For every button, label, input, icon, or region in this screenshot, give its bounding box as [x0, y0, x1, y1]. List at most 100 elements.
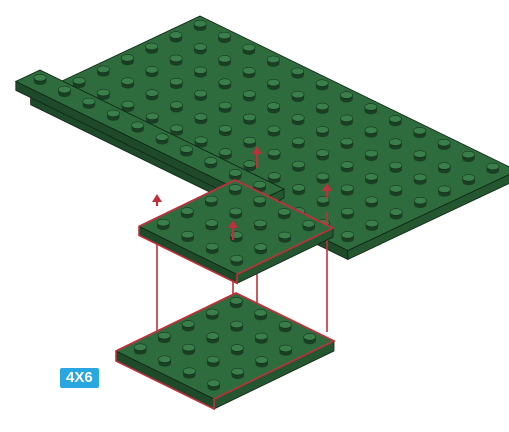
- stud-top: [73, 77, 85, 84]
- stud-top: [268, 103, 280, 110]
- stud-top: [414, 151, 426, 158]
- stud-top: [132, 122, 144, 129]
- stud-top: [365, 127, 377, 134]
- stud-top: [341, 162, 353, 169]
- stud-top: [107, 110, 119, 117]
- stud-top: [293, 184, 305, 191]
- stud-top: [195, 90, 207, 97]
- stud-top: [389, 115, 401, 122]
- stud-top: [414, 127, 426, 134]
- stud-top: [366, 197, 378, 204]
- stud-top: [390, 162, 402, 169]
- stud-top: [365, 150, 377, 157]
- stud-top: [229, 169, 241, 176]
- stud-top: [366, 220, 378, 227]
- stud-top: [243, 44, 255, 51]
- stud-top: [122, 101, 134, 108]
- stud-top: [170, 102, 182, 109]
- up-arrow-icon: [152, 194, 162, 202]
- stud-top: [268, 172, 280, 179]
- stud-top: [390, 209, 402, 216]
- stud-top: [256, 357, 268, 364]
- stud-top: [122, 78, 134, 85]
- stud-top: [218, 32, 230, 39]
- stud-top: [231, 321, 243, 328]
- stud-top: [317, 173, 329, 180]
- stud-top: [244, 137, 256, 144]
- stud-top: [158, 332, 170, 339]
- stud-top: [341, 185, 353, 192]
- stud-top: [232, 368, 244, 375]
- stud-top: [182, 231, 194, 238]
- stud-top: [487, 163, 499, 170]
- stud-top: [180, 146, 192, 153]
- stud-top: [207, 356, 219, 363]
- stud-top: [255, 333, 267, 340]
- stud-top: [304, 333, 316, 340]
- stud-top: [170, 32, 182, 39]
- stud-top: [58, 86, 70, 93]
- stud-top: [254, 196, 266, 203]
- stud-top: [341, 208, 353, 215]
- stud-top: [194, 44, 206, 51]
- stud-top: [208, 380, 220, 387]
- plate-4x6: [116, 293, 334, 409]
- stud-top: [292, 91, 304, 98]
- stud-top: [316, 126, 328, 133]
- stud-top: [365, 173, 377, 180]
- stud-top: [170, 55, 182, 62]
- stud-top: [438, 139, 450, 146]
- stud-top: [255, 309, 267, 316]
- stud-top: [170, 78, 182, 85]
- stud-top: [279, 321, 291, 328]
- stud-top: [390, 185, 402, 192]
- stud-top: [303, 220, 315, 227]
- stud-top: [206, 220, 218, 227]
- stud-top: [194, 67, 206, 74]
- stud-top: [182, 321, 194, 328]
- stud-top: [268, 126, 280, 133]
- stud-top: [255, 244, 267, 251]
- stud-top: [243, 114, 255, 121]
- stud-top: [207, 333, 219, 340]
- stud-top: [244, 161, 256, 168]
- stud-top: [219, 102, 231, 109]
- stud-top: [230, 297, 242, 304]
- stud-top: [292, 114, 304, 121]
- stud-top: [219, 79, 231, 86]
- stud-top: [389, 139, 401, 146]
- stud-top: [267, 79, 279, 86]
- stud-top: [146, 43, 158, 50]
- stud-top: [278, 208, 290, 215]
- stud-top: [121, 54, 133, 61]
- stud-top: [341, 115, 353, 122]
- stud-top: [414, 174, 426, 181]
- stud-top: [97, 66, 109, 73]
- stud-top: [219, 149, 231, 156]
- stud-top: [146, 90, 158, 97]
- stud-top: [183, 344, 195, 351]
- stud-top: [83, 98, 95, 105]
- stud-top: [438, 186, 450, 193]
- stud-top: [365, 104, 377, 111]
- stud-top: [97, 89, 109, 96]
- stud-top: [279, 232, 291, 239]
- stud-top: [195, 113, 207, 120]
- stud-top: [156, 134, 168, 141]
- stud-top: [219, 55, 231, 62]
- stud-top: [157, 219, 169, 226]
- stud-top: [231, 345, 243, 352]
- stud-top: [243, 67, 255, 74]
- stud-top: [280, 345, 292, 352]
- stud-top: [268, 149, 280, 156]
- stud-top: [292, 138, 304, 145]
- stud-top: [231, 255, 243, 262]
- stud-top: [316, 103, 328, 110]
- stud-top: [183, 368, 195, 375]
- stud-top: [181, 208, 193, 215]
- plate-top-face: [116, 293, 334, 399]
- stud-top: [267, 56, 279, 63]
- stud-top: [206, 309, 218, 316]
- stud-top: [317, 150, 329, 157]
- stud-top: [146, 66, 158, 73]
